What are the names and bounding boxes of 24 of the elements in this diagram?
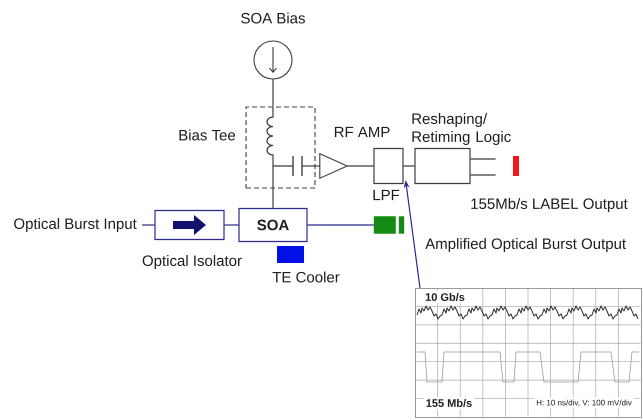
fiber-line — [308, 224, 374, 226]
component-label: SOA Bias — [241, 12, 305, 24]
trace-label: 10 Gb/s — [423, 290, 467, 304]
component-label: LPF — [373, 190, 400, 200]
amplifier-box: SOA — [238, 208, 308, 242]
scale-note: H: 10 ns/div, V: 100 mV/div — [534, 398, 634, 408]
output-lead — [470, 158, 496, 160]
output-label: Amplified Optical Burst Output — [425, 238, 626, 252]
component-label: RF AMP — [334, 126, 390, 138]
wire — [316, 165, 320, 167]
wire — [347, 165, 374, 167]
wire — [272, 188, 274, 208]
component-label: Bias Tee — [179, 130, 236, 140]
output-label: 155Mb/s LABEL Output — [471, 198, 628, 212]
trace-label: 155 Mb/s — [424, 396, 474, 410]
wire — [272, 80, 274, 106]
wire — [404, 165, 414, 167]
output-lead — [470, 174, 496, 176]
input-label: Optical Burst Input — [14, 218, 137, 232]
fiber-line — [142, 224, 154, 226]
component-label: TE Cooler — [272, 271, 340, 282]
component-label: Optical Isolator — [142, 255, 242, 269]
component-label: Reshaping/ Retiming Logic — [412, 113, 511, 145]
fiber-line — [224, 224, 238, 226]
